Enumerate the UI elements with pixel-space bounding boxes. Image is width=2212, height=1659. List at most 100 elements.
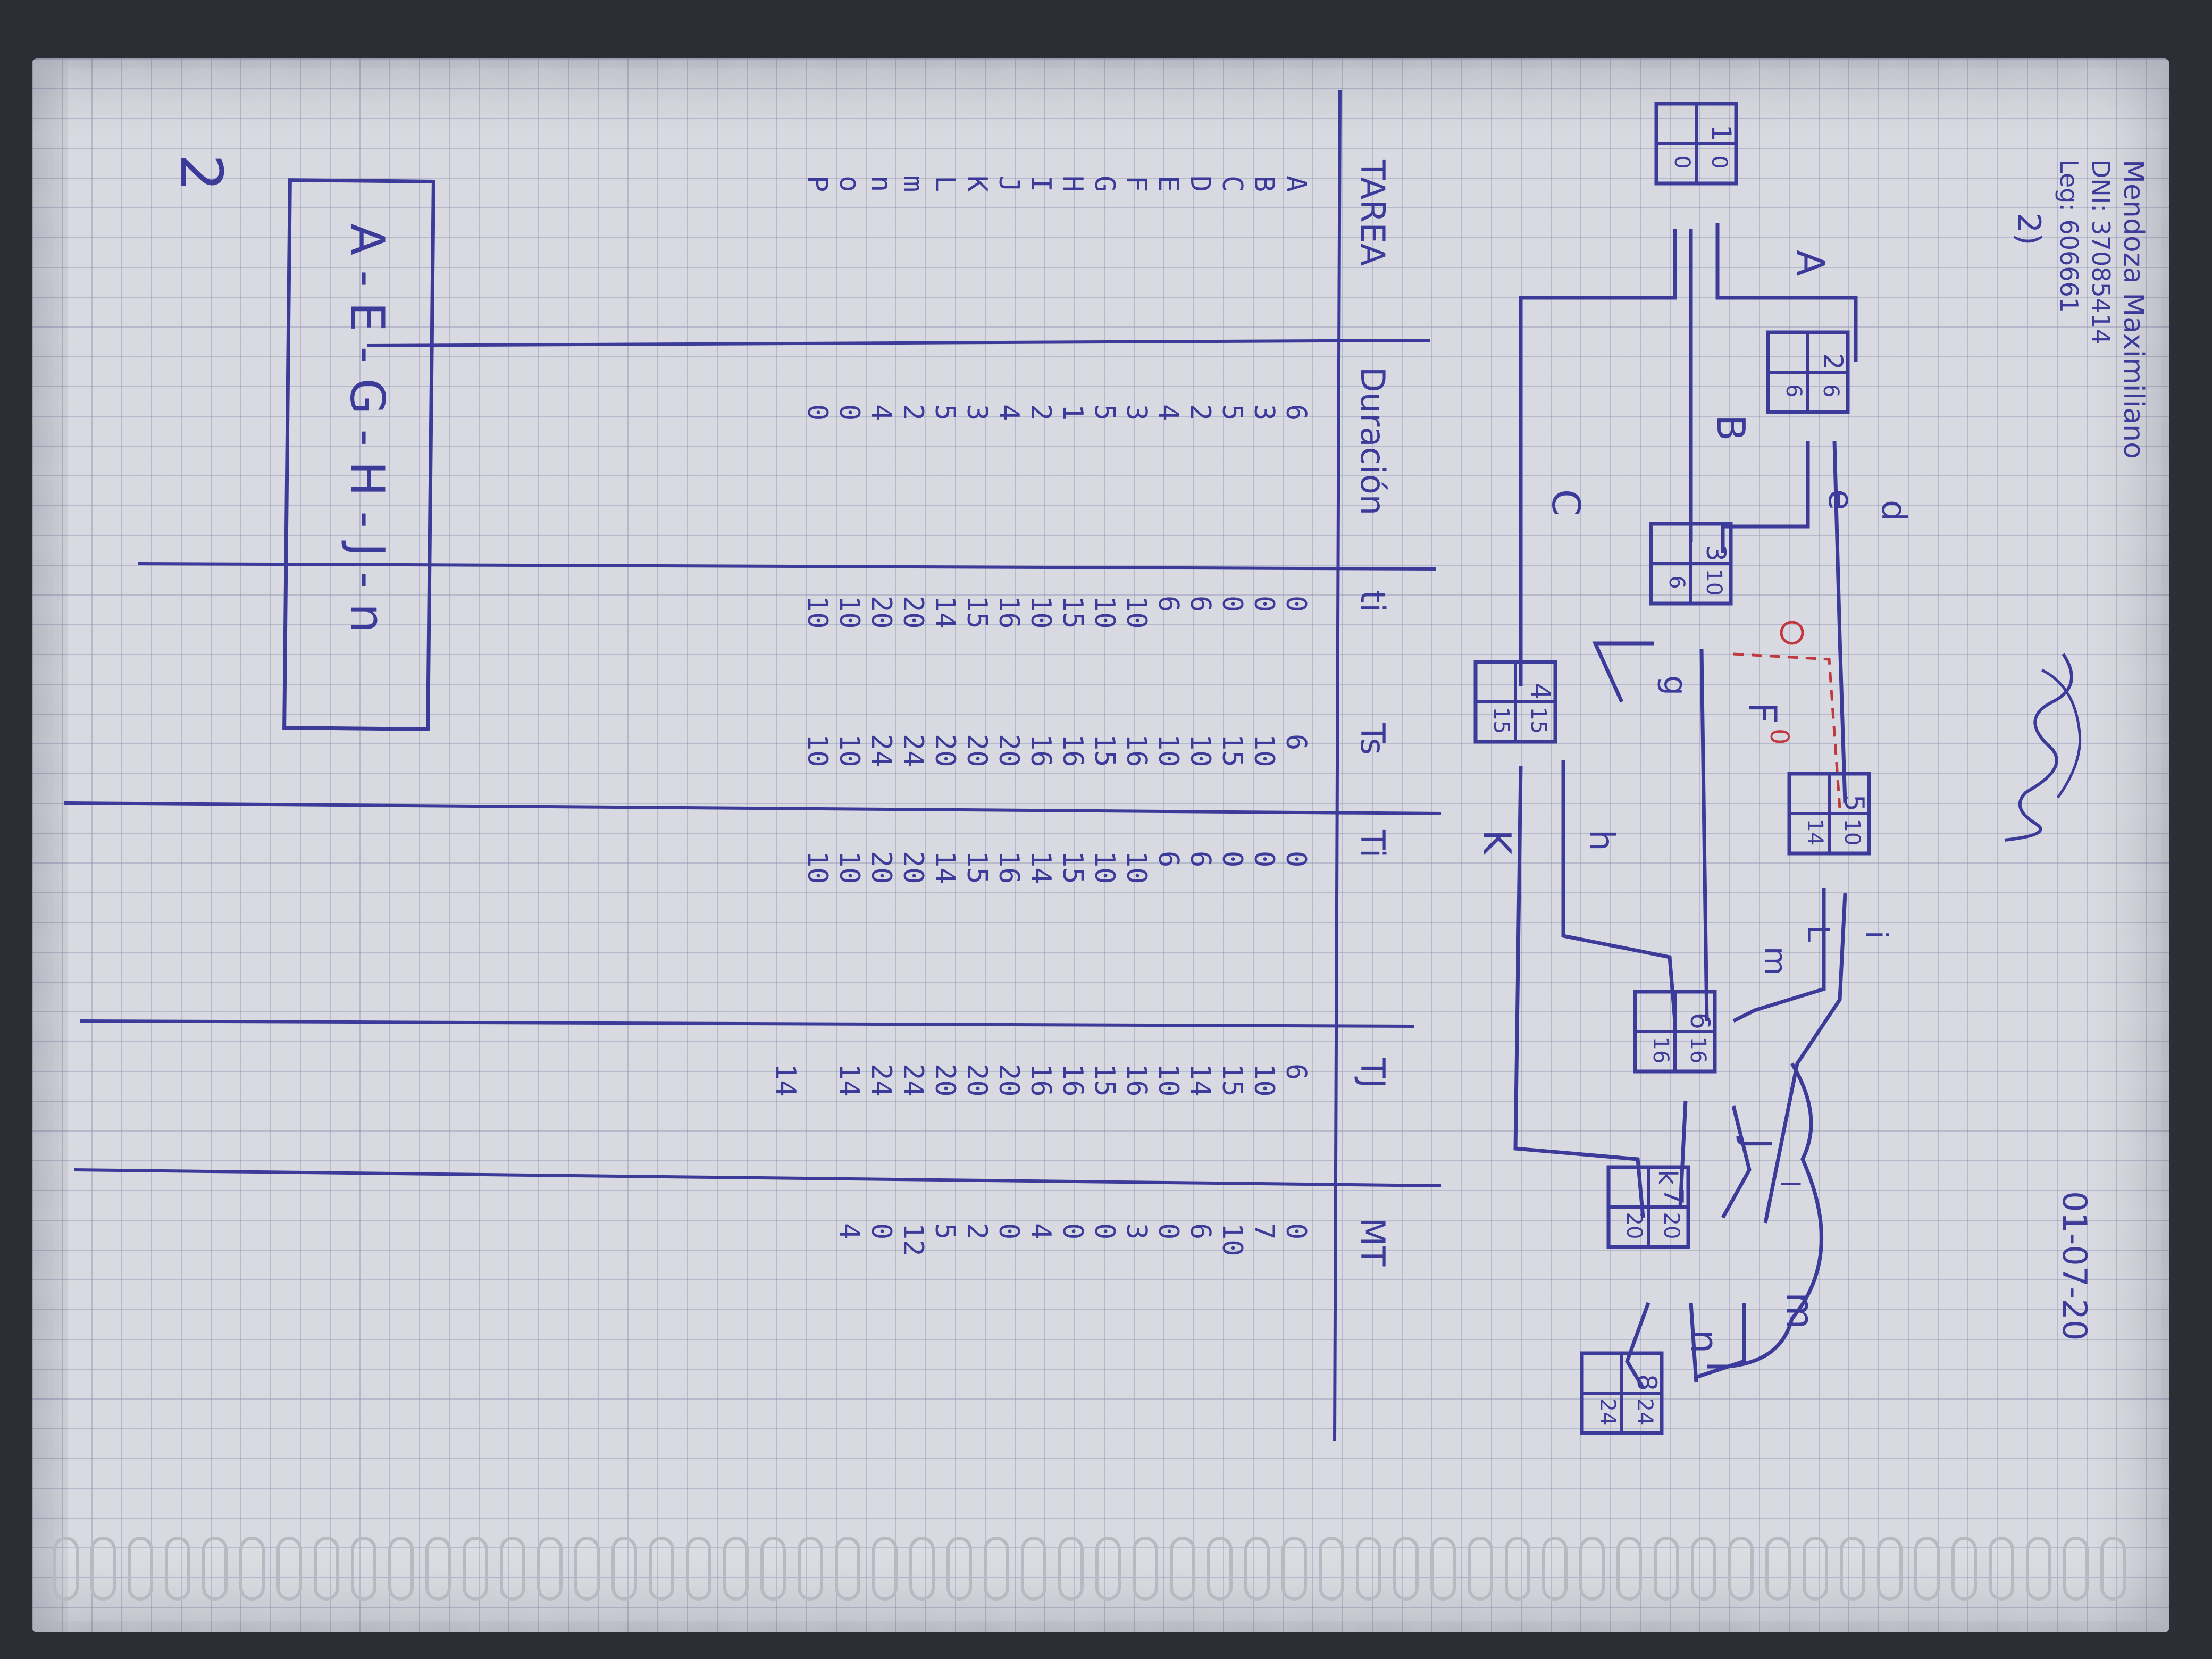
table-cell: 0	[1216, 596, 1248, 612]
table-cell: 10	[1248, 734, 1280, 767]
critical-path: A - E - G - H - J - n	[340, 223, 395, 633]
label-A: A	[1788, 250, 1833, 276]
node-id: 7	[1658, 1188, 1689, 1205]
table-cell: 10	[1184, 734, 1216, 767]
table-cell: P	[801, 175, 833, 192]
label-e: e	[1821, 489, 1860, 510]
table-cell: 3	[1248, 404, 1280, 421]
table-cell: 15	[1057, 851, 1088, 884]
label-m: m	[1778, 1292, 1822, 1329]
table-cell: A	[1280, 175, 1312, 192]
table-header: TJ	[1353, 1058, 1392, 1088]
node-es: 6	[1819, 384, 1843, 397]
node-ls: 6	[1781, 384, 1806, 397]
node-ls: 15	[1489, 707, 1513, 734]
table-cell: 12	[897, 1223, 929, 1256]
table-cell: 0	[865, 1223, 897, 1239]
table-cell: 3	[1120, 404, 1152, 421]
network-node: 2 66	[1768, 332, 1848, 412]
table-cell: 0	[1280, 851, 1312, 867]
table-header: Ti	[1353, 829, 1392, 858]
table-cell: 0	[1152, 1223, 1184, 1239]
table-cell: 2	[897, 404, 929, 421]
table-cell: 15	[961, 851, 993, 884]
table-cell: 0	[1216, 851, 1248, 867]
table-cell: 0	[1280, 596, 1312, 612]
table-cell: 15	[1216, 1063, 1248, 1097]
node-ls: 16	[1648, 1037, 1673, 1064]
table-cell: 20	[865, 596, 897, 629]
table-cell: 6	[1184, 851, 1216, 867]
table-cell: 0	[1248, 851, 1280, 867]
network-edges	[1515, 223, 1856, 1388]
table-cell: 0	[1280, 1223, 1312, 1239]
table-cell: 15	[1088, 1063, 1120, 1097]
node-id: 6	[1685, 1012, 1715, 1029]
table-cell: J	[993, 175, 1025, 192]
table-header: Ts	[1353, 723, 1392, 755]
table-cell: 6	[1280, 734, 1312, 750]
table-cell: 24	[897, 734, 929, 767]
table-cell: 5	[929, 404, 961, 421]
table-cell: 3	[1120, 1223, 1152, 1239]
node-id: 3	[1700, 544, 1731, 562]
node-id: 8	[1631, 1374, 1662, 1391]
table-cell: 0	[993, 1223, 1025, 1239]
label-B: B	[1708, 415, 1753, 441]
table-cell: 6	[1280, 1063, 1312, 1080]
table-cell: n	[865, 175, 897, 192]
table-cell: m	[897, 175, 929, 192]
node-id: 2	[1817, 353, 1848, 370]
exercise-number: 2)	[2010, 213, 2047, 246]
table-cell: 0	[1248, 596, 1280, 612]
table-cell: 16	[1120, 734, 1152, 767]
table-cell: 0	[1057, 1223, 1088, 1239]
table-header: Duración	[1353, 367, 1392, 515]
table-cell: D	[1184, 175, 1216, 192]
table-cell: F	[1120, 175, 1152, 192]
table-cell: 14	[1025, 851, 1057, 884]
table-cell: 10	[801, 734, 833, 767]
table-cell: 20	[993, 1063, 1025, 1097]
critical-path-box: A - E - G - H - J - n	[284, 180, 434, 730]
table-cell: 16	[1120, 1063, 1152, 1097]
table-cell: 16	[1057, 1063, 1088, 1097]
table-cell: L	[929, 175, 961, 192]
table-cell: 20	[961, 1063, 993, 1097]
table-cell: 4	[1152, 404, 1184, 421]
node-id: 5	[1839, 794, 1870, 811]
table-cell: 16	[993, 596, 1025, 629]
table-cell: 5	[1088, 404, 1120, 421]
table-cell: 1	[1057, 404, 1088, 421]
node-ls: 14	[1803, 819, 1827, 846]
node-id: 1	[1706, 124, 1737, 141]
table-cell: 10	[1088, 596, 1120, 629]
table-cell: 24	[865, 1063, 897, 1097]
node-ls: 6	[1664, 575, 1689, 589]
table-cell: 0	[801, 404, 833, 421]
node-es: 0	[1707, 155, 1731, 169]
table-cell: 20	[897, 851, 929, 884]
table-cell: 10	[1152, 1063, 1184, 1097]
table-cell: 4	[1025, 1223, 1057, 1239]
table-cell: 10	[833, 596, 865, 629]
table-cell: 20	[897, 596, 929, 629]
table-cell: 6	[1184, 1223, 1216, 1239]
label-J: J	[1735, 1136, 1780, 1149]
table-cell: H	[1057, 175, 1088, 192]
node-ls: 0	[1670, 155, 1694, 169]
table-cell: E	[1152, 175, 1184, 192]
table-cell: 15	[961, 596, 993, 629]
dummy-value: 0	[1764, 728, 1794, 745]
network-node: 3106	[1651, 524, 1731, 604]
network-nodes: 10026631064151551014616167202082424	[1476, 104, 1870, 1433]
table-cell: 2	[1025, 404, 1057, 421]
table-cell: 7	[1248, 1223, 1280, 1239]
table-cell: 15	[1057, 596, 1088, 629]
label-K: K	[1474, 830, 1519, 856]
table-cell: 10	[833, 734, 865, 767]
table-cell: C	[1216, 175, 1248, 192]
node-es: 16	[1686, 1037, 1710, 1064]
table-cell: B	[1248, 175, 1280, 192]
table-cell: 15	[1088, 734, 1120, 767]
